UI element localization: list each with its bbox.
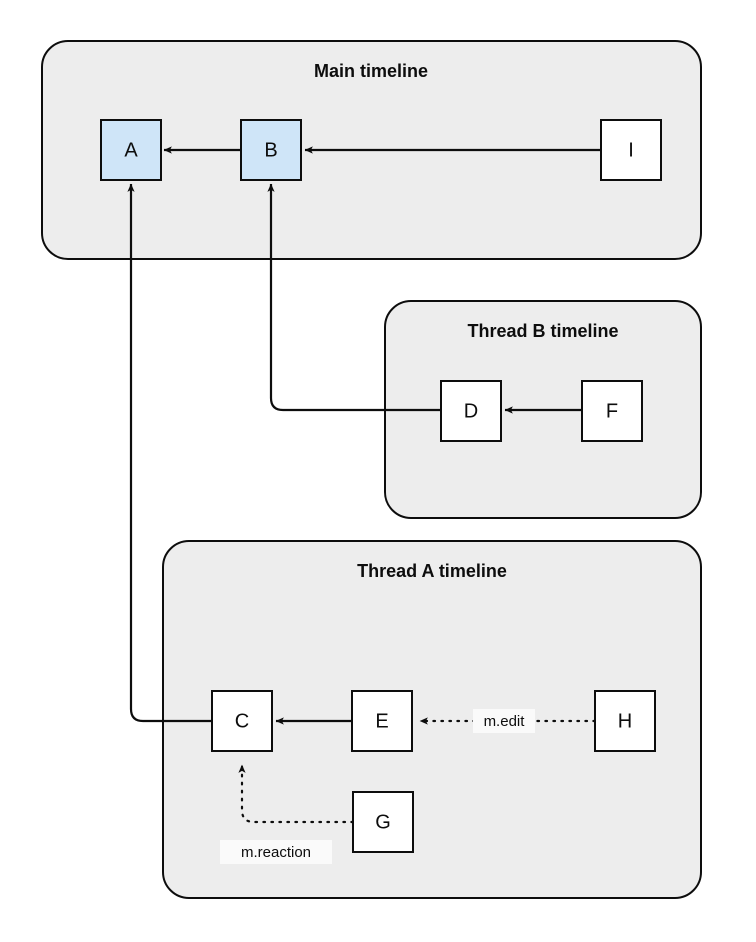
edge-h-to-e: m.edit [418,709,597,733]
node-b[interactable]: B [240,119,302,181]
edge-d-to-b-line [267,183,441,412]
edge-g-to-c-label-bg [220,840,332,864]
node-c[interactable]: C [211,690,273,752]
node-a[interactable]: A [100,119,162,181]
node-f-box[interactable] [581,380,643,442]
edge-c-to-a-line [127,183,212,723]
node-b-label: B [264,139,277,161]
edge-c-to-a [127,183,212,723]
node-d-box[interactable] [440,380,502,442]
container-thread-b-timeline-title: Thread B timeline [467,321,618,341]
node-f[interactable]: F [581,380,643,442]
node-c-box[interactable] [211,690,273,752]
node-e-box[interactable] [351,690,413,752]
node-e[interactable]: E [351,690,413,752]
edge-d-to-b [267,183,441,412]
node-a-label: A [124,139,138,161]
node-b-box[interactable] [240,119,302,181]
node-c-label: C [235,710,249,732]
container-main-timeline-title: Main timeline [314,61,428,81]
container-thread-a-timeline-box [162,540,702,899]
node-d[interactable]: D [440,380,502,442]
node-d-label: D [464,400,478,422]
node-i-label: I [628,139,634,161]
node-h[interactable]: H [594,690,656,752]
node-h-box[interactable] [594,690,656,752]
container-thread-a-timeline: Thread A timeline [162,540,702,899]
node-e-label: E [375,710,388,732]
node-f-label: F [606,400,618,422]
node-g[interactable]: G [352,791,414,853]
container-thread-a-timeline-title: Thread A timeline [357,561,507,581]
node-g-box[interactable] [352,791,414,853]
edge-g-to-c: m.reaction [220,763,355,864]
edge-g-to-c-label: m.reaction [241,844,311,861]
edge-h-to-e-label-bg [473,709,535,733]
edge-h-to-e-label: m.edit [484,713,526,730]
node-a-box[interactable] [100,119,162,181]
node-i-box[interactable] [600,119,662,181]
node-i[interactable]: I [600,119,662,181]
node-h-label: H [618,710,632,732]
node-g-label: G [375,811,391,833]
